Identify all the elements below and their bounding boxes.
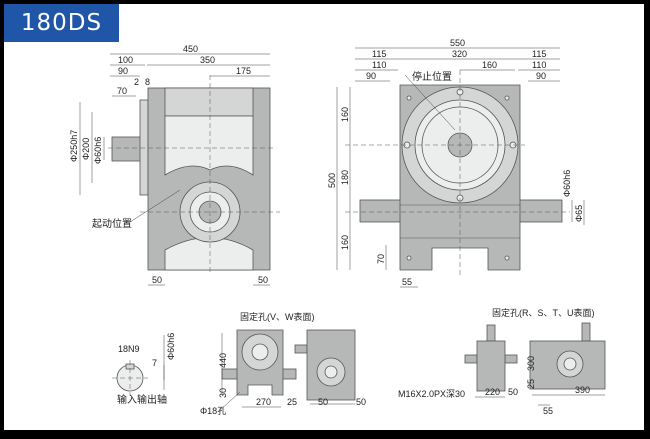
vw-caption: 固定孔(V、W表面) <box>240 311 315 322</box>
vw-width: 270 <box>256 397 271 407</box>
dim-500: 500 <box>327 173 337 188</box>
vw-height: 440 <box>218 353 228 368</box>
dim-shaft-dia: Φ60h6 <box>93 137 103 164</box>
dim-450: 450 <box>183 44 198 54</box>
front-view: 550 115 320 115 110 160 110 90 90 500 16… <box>327 38 585 288</box>
dim-100: 100 <box>118 55 133 65</box>
key-depth: 7 <box>152 358 157 368</box>
rstu-mount-views: 固定孔(R、S、T、U表面) M16X2.0PX深30 220 50 300 2… <box>398 307 606 416</box>
dim-8: 8 <box>145 77 150 87</box>
dim-2: 2 <box>134 77 139 87</box>
dim-upper-160: 160 <box>340 107 350 122</box>
shaft-caption: 输入输出轴 <box>117 393 167 406</box>
vw-base: 30 <box>218 388 228 398</box>
rstu-offset: 55 <box>543 406 553 416</box>
dim-right-115: 115 <box>532 49 546 59</box>
dim-160: 160 <box>482 60 497 70</box>
rstu-front-body <box>476 340 506 392</box>
dim-55: 55 <box>402 277 412 287</box>
vw-left-50: 50 <box>318 397 328 407</box>
shaft-dia: Φ60h6 <box>166 333 176 360</box>
right-shaft <box>517 199 563 223</box>
model-title: 180DS <box>4 4 119 42</box>
dim-left-115: 115 <box>372 49 386 59</box>
rstu-width: 220 <box>485 387 500 397</box>
vw-edge: 25 <box>287 397 297 407</box>
dim-90: 90 <box>118 66 128 76</box>
shaft-section: 18N9 7 Φ60h6 输入输出轴 <box>112 333 176 406</box>
dim-175: 175 <box>236 66 251 76</box>
dim-350: 350 <box>200 55 215 65</box>
left-shaft <box>359 199 403 223</box>
rstu-height: 300 <box>526 356 536 371</box>
dim-flange-dia: Φ250h7 <box>69 130 79 162</box>
vw-mount-views: 固定孔(V、W表面) 440 30 270 25 Φ18孔 50 50 <box>200 311 366 416</box>
dim-70: 70 <box>117 86 127 96</box>
dim-right-110: 110 <box>532 60 546 70</box>
key-width: 18N9 <box>118 344 140 354</box>
flange <box>139 99 149 196</box>
dim-foot-left: 50 <box>152 275 162 285</box>
start-position-label: 起动位置 <box>92 217 132 230</box>
dim-foot-right: 50 <box>258 275 268 285</box>
rstu-base: 25 <box>526 379 536 389</box>
dim-pilot-dia: Φ200 <box>81 138 91 160</box>
dim-left-90: 90 <box>366 71 376 81</box>
rstu-thread: M16X2.0PX深30 <box>398 389 465 399</box>
rstu-edge: 50 <box>508 387 518 397</box>
vw-hole: Φ18孔 <box>200 406 226 416</box>
dim-180: 180 <box>340 170 350 185</box>
dim-left-110: 110 <box>372 60 386 70</box>
housing-window <box>164 115 254 176</box>
vw-right-50: 50 <box>356 397 366 407</box>
stop-position-label: 停止位置 <box>412 70 452 83</box>
dim-550: 550 <box>450 38 465 48</box>
rstu-length: 390 <box>575 385 590 395</box>
dim-shaft-dia-65: Φ65 <box>574 205 584 222</box>
dim-right-90: 90 <box>536 71 546 81</box>
side-view: 450 350 175 100 90 2 8 70 Φ250h7 Φ200 Φ6… <box>69 44 280 286</box>
dim-shaft-dia: Φ60h6 <box>562 170 572 197</box>
dim-lower-160: 160 <box>340 235 350 250</box>
dim-70: 70 <box>376 254 386 264</box>
dim-320: 320 <box>452 49 467 59</box>
rstu-caption: 固定孔(R、S、T、U表面) <box>492 307 595 318</box>
